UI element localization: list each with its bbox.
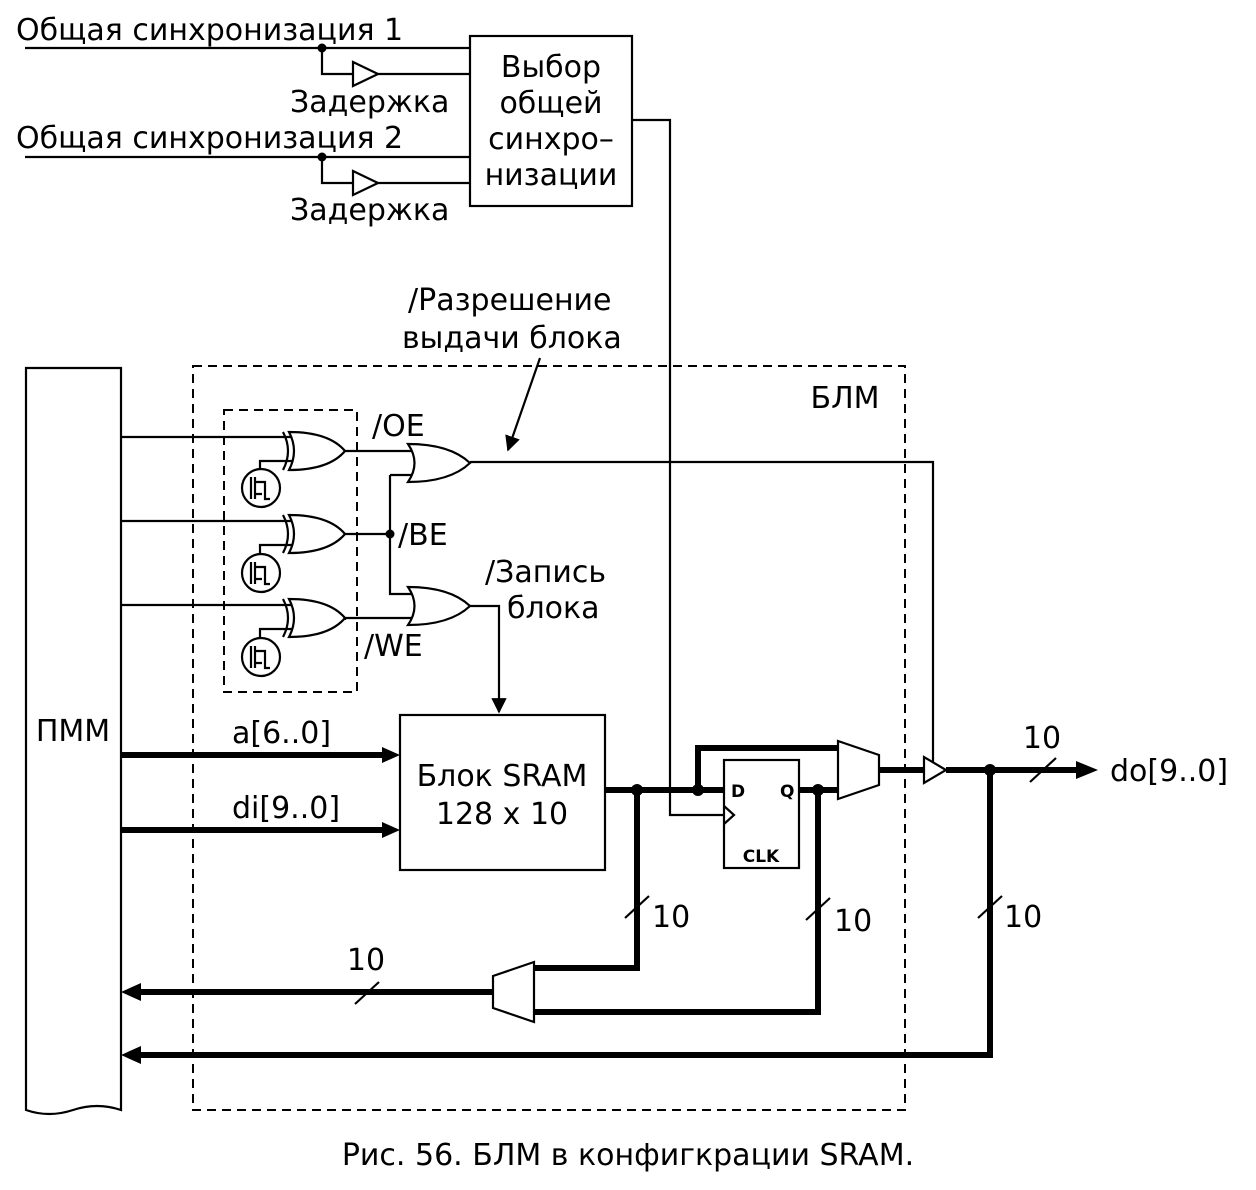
flip-flop-box [722,758,801,870]
blm-label: БЛМ [810,381,879,416]
we-transistor-icon [249,646,270,670]
xor-we-body [287,597,347,639]
flip-flop-d: D [731,782,745,802]
feedback-to-pmm-arrow [121,983,141,1001]
data-out-arrow [1076,761,1098,779]
clock-2-delay-wire [320,157,353,185]
selected-clock-wire [632,118,725,817]
be-config-cell [240,552,282,594]
clock-2-label: Общая синхронизация 2 [16,121,403,156]
feedback-mux [491,960,536,1024]
be-label: /BE [398,518,448,553]
xor-be-body [287,513,347,555]
output-feedback-width: 10 [1004,900,1042,935]
selector-line-1: Выбор [501,50,601,85]
sram-feedback-tick [624,895,650,919]
or-oe-body [405,442,472,484]
output-enable-note-2: выдачи блока [402,321,622,356]
sram-feedback-width: 10 [652,900,690,935]
output-feedback-bus [140,770,993,1058]
data-in-bus-label: di[9..0] [232,791,340,826]
sram-block: Блок SRAM 128 x 10 [398,713,607,872]
delay-1-buffer [351,60,381,88]
clock-1-label: Общая синхронизация 1 [16,13,403,48]
sram-label-1: Блок SRAM [417,759,588,794]
selector-line-4: низации [485,158,618,193]
register-feedback-tick [805,897,831,921]
output-buffer [922,755,949,785]
sram-feedback-bus [534,790,640,971]
output-feedback-tick [977,895,1003,919]
pmm-label: ПММ [36,714,110,749]
flip-flop: D Q CLK [722,758,801,870]
output-enable-note-1: /Разрешение [408,283,612,318]
sram-label-2: 128 x 10 [436,797,568,832]
feedback-to-pmm-tick [354,981,380,1005]
delay-2-buffer [351,169,381,197]
config-cells-boundary [223,409,358,693]
xor-gate-we [121,597,347,678]
flip-flop-q: Q [780,782,794,802]
data-out-width-label: 10 [1023,721,1061,756]
feedback-to-pmm-width: 10 [347,943,385,978]
data-in-bus-arrow [382,822,400,838]
oe-label: /OE [372,409,425,444]
register-feedback-width: 10 [834,904,872,939]
bypass-bus [695,745,838,790]
xor-gate-be [121,513,347,594]
be-distribution-wire [388,475,415,596]
selector-line-2: общей [499,86,602,121]
selector-line-3: синхро– [488,122,614,157]
delay-2-label: Задержка [290,193,449,228]
write-enable-wire [470,604,507,714]
we-config-cell [240,636,282,678]
sram-box [398,713,607,872]
or-gate-output-enable [405,442,935,770]
clock-1-delay-wire [320,48,353,76]
oe-transistor-icon [249,477,270,501]
clock-inputs: Общая синхронизация 1 Общая синхронизаци… [16,13,470,228]
write-note-2: блока [507,591,600,626]
we-label: /WE [364,629,423,664]
blm-boundary [192,365,906,1111]
oe-config-cell [240,467,282,509]
data-out-width-tick [1029,757,1057,783]
output-mux [836,739,881,801]
clock-selector-box [468,34,634,208]
address-bus-arrow [382,747,400,763]
output-enable-arrow [505,357,542,452]
output-enable-wire [470,460,935,770]
clock-selector-block: Выбор общей синхро– низации [468,34,725,817]
be-cell-wire [258,543,293,556]
data-out-label: do[9..0] [1110,754,1228,789]
we-cell-wire [258,627,293,640]
xor-be-back-arc [282,514,290,554]
write-note-1: /Запись [485,555,606,590]
xor-gate-oe [121,430,347,509]
flip-flop-clk: CLK [743,847,780,867]
pmm-column: ПММ [24,366,123,1116]
be-junction [385,529,395,539]
or-we-body [405,585,472,627]
be-transistor-icon [249,562,270,586]
xor-oe-body [287,430,347,472]
delay-1-label: Задержка [290,85,449,120]
register-feedback-bus [534,790,821,1015]
figure-caption: Рис. 56. БЛМ в конфигкрации SRAM. [342,1138,914,1173]
xor-we-back-arc [282,598,290,638]
xor-oe-back-arc [282,431,290,471]
address-bus-label: a[6..0] [232,716,331,751]
pmm-outline [24,366,123,1116]
output-feedback-arrow [121,1046,141,1064]
or-gate-write [405,585,507,714]
flip-flop-clock-triangle [723,805,736,825]
